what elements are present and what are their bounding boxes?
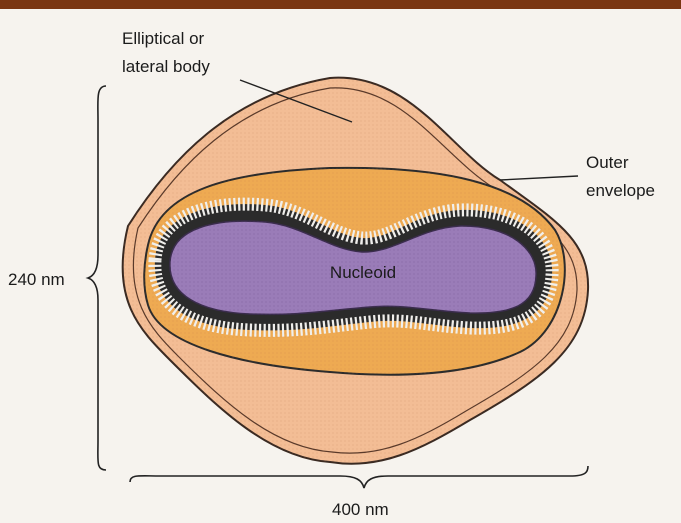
nucleoid-label: Nucleoid <box>330 263 396 282</box>
width-brace <box>130 466 588 488</box>
outer-envelope-label-line1: Outer <box>586 153 629 172</box>
height-label: 240 nm <box>8 270 65 289</box>
width-label: 400 nm <box>332 500 389 519</box>
outer-envelope-leader-line <box>500 176 578 180</box>
elliptical-label-line1: Elliptical or <box>122 29 205 48</box>
elliptical-label-line2: lateral body <box>122 57 210 76</box>
outer-envelope-label-line2: envelope <box>586 181 655 200</box>
height-brace <box>88 86 106 470</box>
